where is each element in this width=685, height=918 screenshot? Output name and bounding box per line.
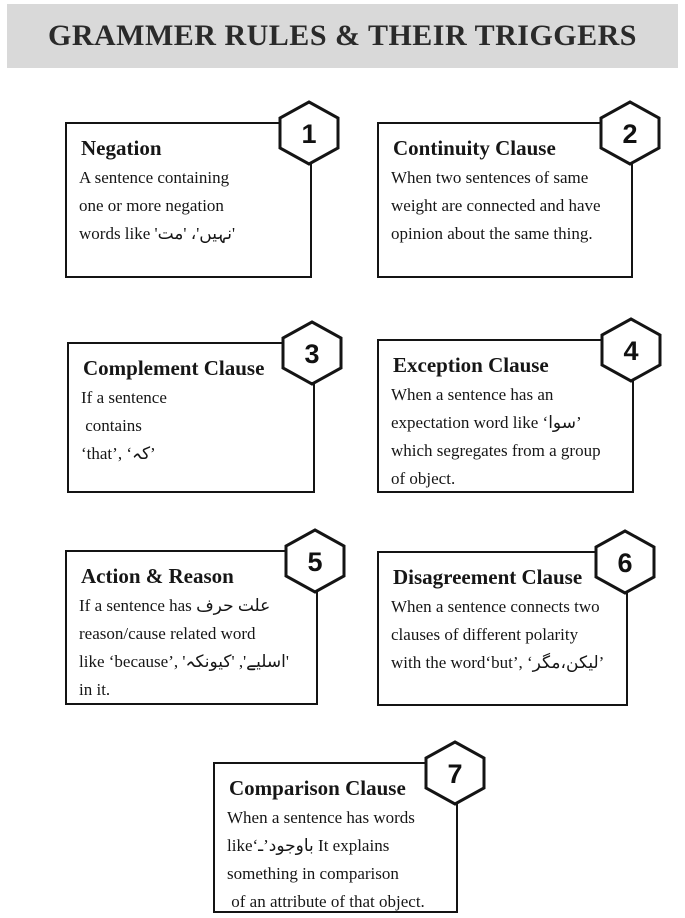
- rule-body: When a sentence has words like‘باوجود’ـ …: [215, 801, 456, 916]
- hexagon-badge: 7: [423, 740, 487, 806]
- badge-number: 4: [623, 335, 639, 366]
- rule-card-complement-clause: 3 Complement Clause If a sentence contai…: [67, 320, 343, 493]
- rule-title: Complement Clause: [83, 356, 265, 380]
- rule-card-continuity-clause: 2 Continuity Clause When two sentences o…: [377, 100, 661, 278]
- rule-line: of object.: [391, 469, 456, 488]
- hexagon-icon: [599, 100, 661, 166]
- rule-title: Comparison Clause: [229, 776, 406, 800]
- rule-title: Exception Clause: [393, 353, 549, 377]
- hexagon-badge: 3: [280, 320, 344, 386]
- rule-line: When a sentence has words: [227, 808, 415, 827]
- hexagon-icon: [281, 320, 343, 386]
- hexagon-badge: 5: [283, 528, 347, 594]
- rule-card-negation: 1 Negation A sentence containing one or …: [65, 100, 340, 278]
- rule-title: Continuity Clause: [393, 136, 556, 160]
- rule-line: A sentence containing: [79, 168, 230, 187]
- rule-line: which segregates from a group: [391, 441, 601, 460]
- page-title: GRAMMER RULES & THEIR TRIGGERS: [48, 19, 637, 52]
- rule-line: weight are connected and have: [391, 196, 601, 215]
- badge-number: 2: [622, 118, 638, 149]
- rule-line: of an attribute of that object.: [227, 892, 425, 911]
- rule-card-comparison-clause: 7 Comparison Clause When a sentence has …: [213, 740, 486, 916]
- rule-line: When a sentence connects two: [391, 597, 600, 616]
- hexagon-badge: 4: [599, 317, 663, 383]
- rule-body: When a sentence has an expectation word …: [379, 378, 632, 493]
- header-bar: GRAMMER RULES & THEIR TRIGGERS: [7, 4, 678, 68]
- rule-line: When two sentences of same: [391, 168, 589, 187]
- rule-title: Negation: [81, 136, 162, 160]
- hexagon-badge: 6: [593, 529, 657, 595]
- rule-line: opinion about the same thing.: [391, 224, 593, 243]
- rule-line: clauses of different polarity: [391, 625, 579, 644]
- rule-line: like ‘because’, 'اسلیے', 'کیونکہ': [79, 652, 289, 671]
- rule-title: Disagreement Clause: [393, 565, 583, 589]
- rule-line: reason/cause related word: [79, 624, 256, 643]
- rule-line: words like 'نہیں'، 'مت': [79, 224, 236, 243]
- rule-line: expectation word like ‘سوا’: [391, 413, 582, 432]
- rule-line: When a sentence has an: [391, 385, 554, 404]
- rule-body: If a sentence contains ‘that’, ‘کہ’: [69, 381, 313, 468]
- rule-body: When two sentences of same weight are co…: [379, 161, 631, 248]
- rule-line: If a sentence has علت حرف: [79, 596, 271, 615]
- rule-title: Action & Reason: [81, 564, 234, 588]
- badge-number: 7: [447, 758, 463, 789]
- rule-line: like‘باوجود’ـ It explains: [227, 836, 390, 855]
- badge-number: 3: [304, 338, 320, 369]
- badge-number: 1: [301, 118, 317, 149]
- badge-number: 5: [307, 546, 323, 577]
- hexagon-icon: [278, 100, 340, 166]
- rule-card-action-reason: 5 Action & Reason If a sentence has علت …: [65, 528, 346, 705]
- rule-line: ‘that’, ‘کہ’: [81, 444, 156, 463]
- rule-line: contains: [81, 416, 142, 435]
- rule-line: something in comparison: [227, 864, 399, 883]
- rule-line: with the word‘but’, ‘لیکن،مگر’: [391, 653, 605, 672]
- hexagon-icon: [600, 317, 662, 383]
- hexagon-badge: 2: [598, 100, 662, 166]
- hexagon-icon: [594, 529, 656, 595]
- rule-line: If a sentence: [81, 388, 167, 407]
- rule-line: one or more negation: [79, 196, 224, 215]
- hexagon-badge: 1: [277, 100, 341, 166]
- hexagon-icon: [284, 528, 346, 594]
- badge-number: 6: [617, 547, 633, 578]
- rule-body: A sentence containing one or more negati…: [67, 161, 310, 248]
- rule-body: When a sentence connects two clauses of …: [379, 590, 626, 677]
- rule-line: in it.: [79, 680, 111, 699]
- rule-card-exception-clause: 4 Exception Clause When a sentence has a…: [377, 317, 662, 493]
- hexagon-icon: [424, 740, 486, 806]
- rule-body: If a sentence has علت حرف reason/cause r…: [67, 589, 316, 704]
- rule-card-disagreement-clause: 6 Disagreement Clause When a sentence co…: [377, 529, 656, 706]
